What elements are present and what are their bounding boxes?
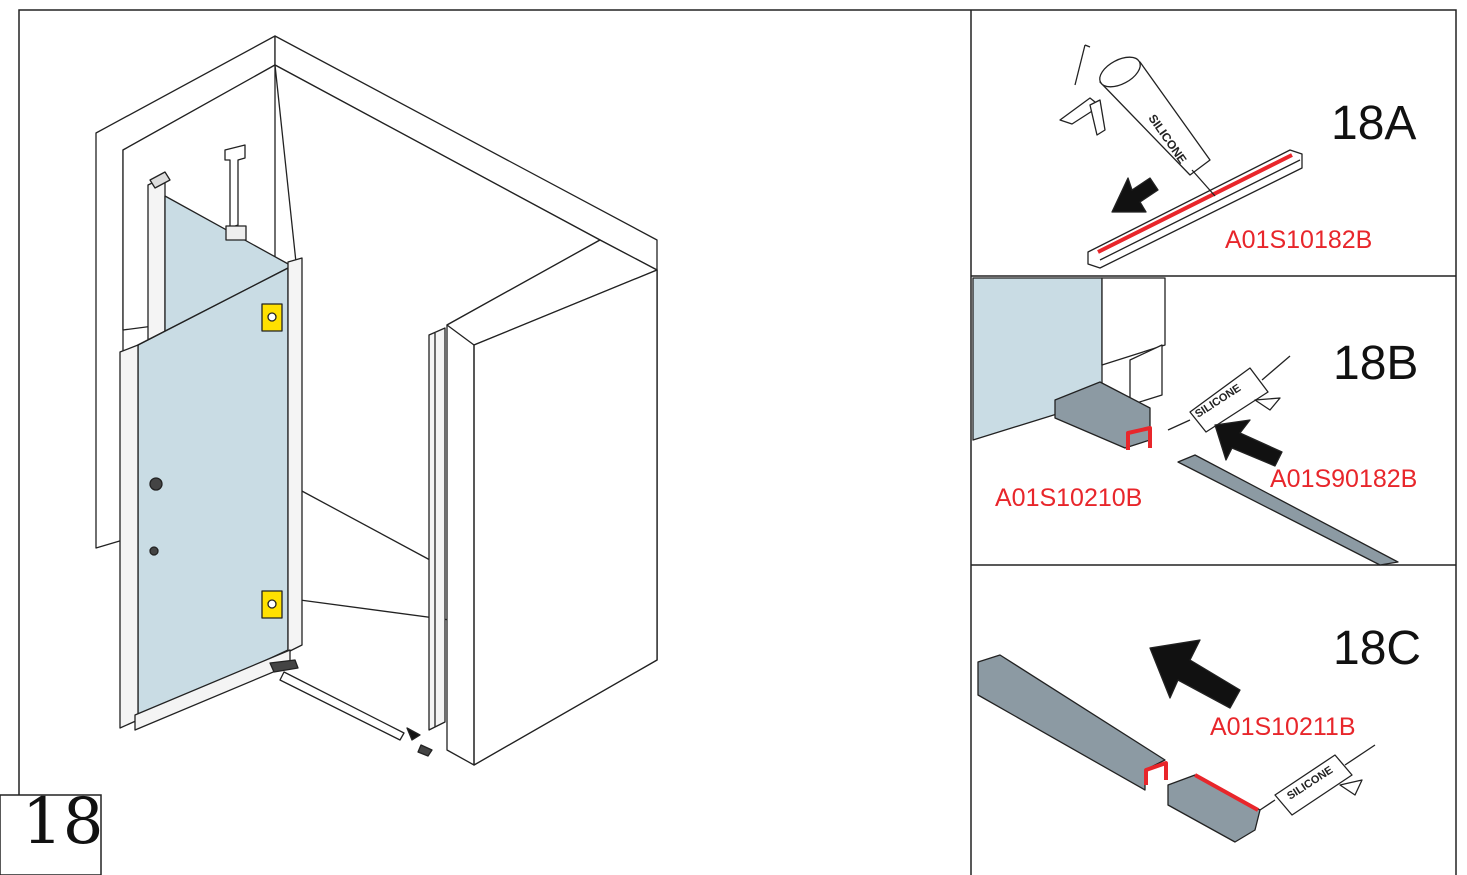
panel-title-18b: 18B <box>1333 337 1419 390</box>
arrow-18a <box>1111 177 1159 213</box>
panel-title-18c: 18C <box>1333 622 1422 675</box>
right-wall-profile <box>428 327 446 731</box>
sill-strip-18b <box>1177 454 1399 566</box>
panel-18a-drawing: SILICONE <box>1059 44 1303 269</box>
panel-borders <box>18 9 1457 875</box>
panel-18b-drawing: SILICONE <box>972 277 1399 566</box>
door-handle <box>149 477 163 491</box>
panel-title-18a: 18A <box>1331 97 1417 150</box>
sill-profile-18c <box>977 654 1166 791</box>
part-code-18b-right: A01S90182B <box>1270 465 1418 493</box>
door-frame-right <box>287 257 303 653</box>
door-glass <box>137 267 289 721</box>
arrow-18b <box>1214 419 1283 467</box>
step-number: 18 <box>22 785 104 859</box>
arrow-18c <box>1149 639 1241 709</box>
silicone-gun-18b <box>1167 355 1291 433</box>
part-code-18c: A01S10211B <box>1210 713 1356 741</box>
silicone-gun-18a <box>1059 44 1216 197</box>
part-code-18b-left: A01S10210B <box>995 484 1143 512</box>
panel-18c-drawing: SILICONE <box>977 639 1376 843</box>
left-wall-profile <box>147 176 166 353</box>
silicone-gun-18c <box>1259 744 1376 816</box>
door-frame-left <box>119 344 139 729</box>
shower-enclosure-scene <box>95 35 658 766</box>
part-code-18a: A01S10182B <box>1225 226 1373 254</box>
rail-18a <box>1087 149 1303 269</box>
stabilizer-bar <box>224 144 246 229</box>
step-number-box <box>0 794 102 875</box>
floor-seal <box>279 671 405 741</box>
door-knob <box>149 546 159 556</box>
